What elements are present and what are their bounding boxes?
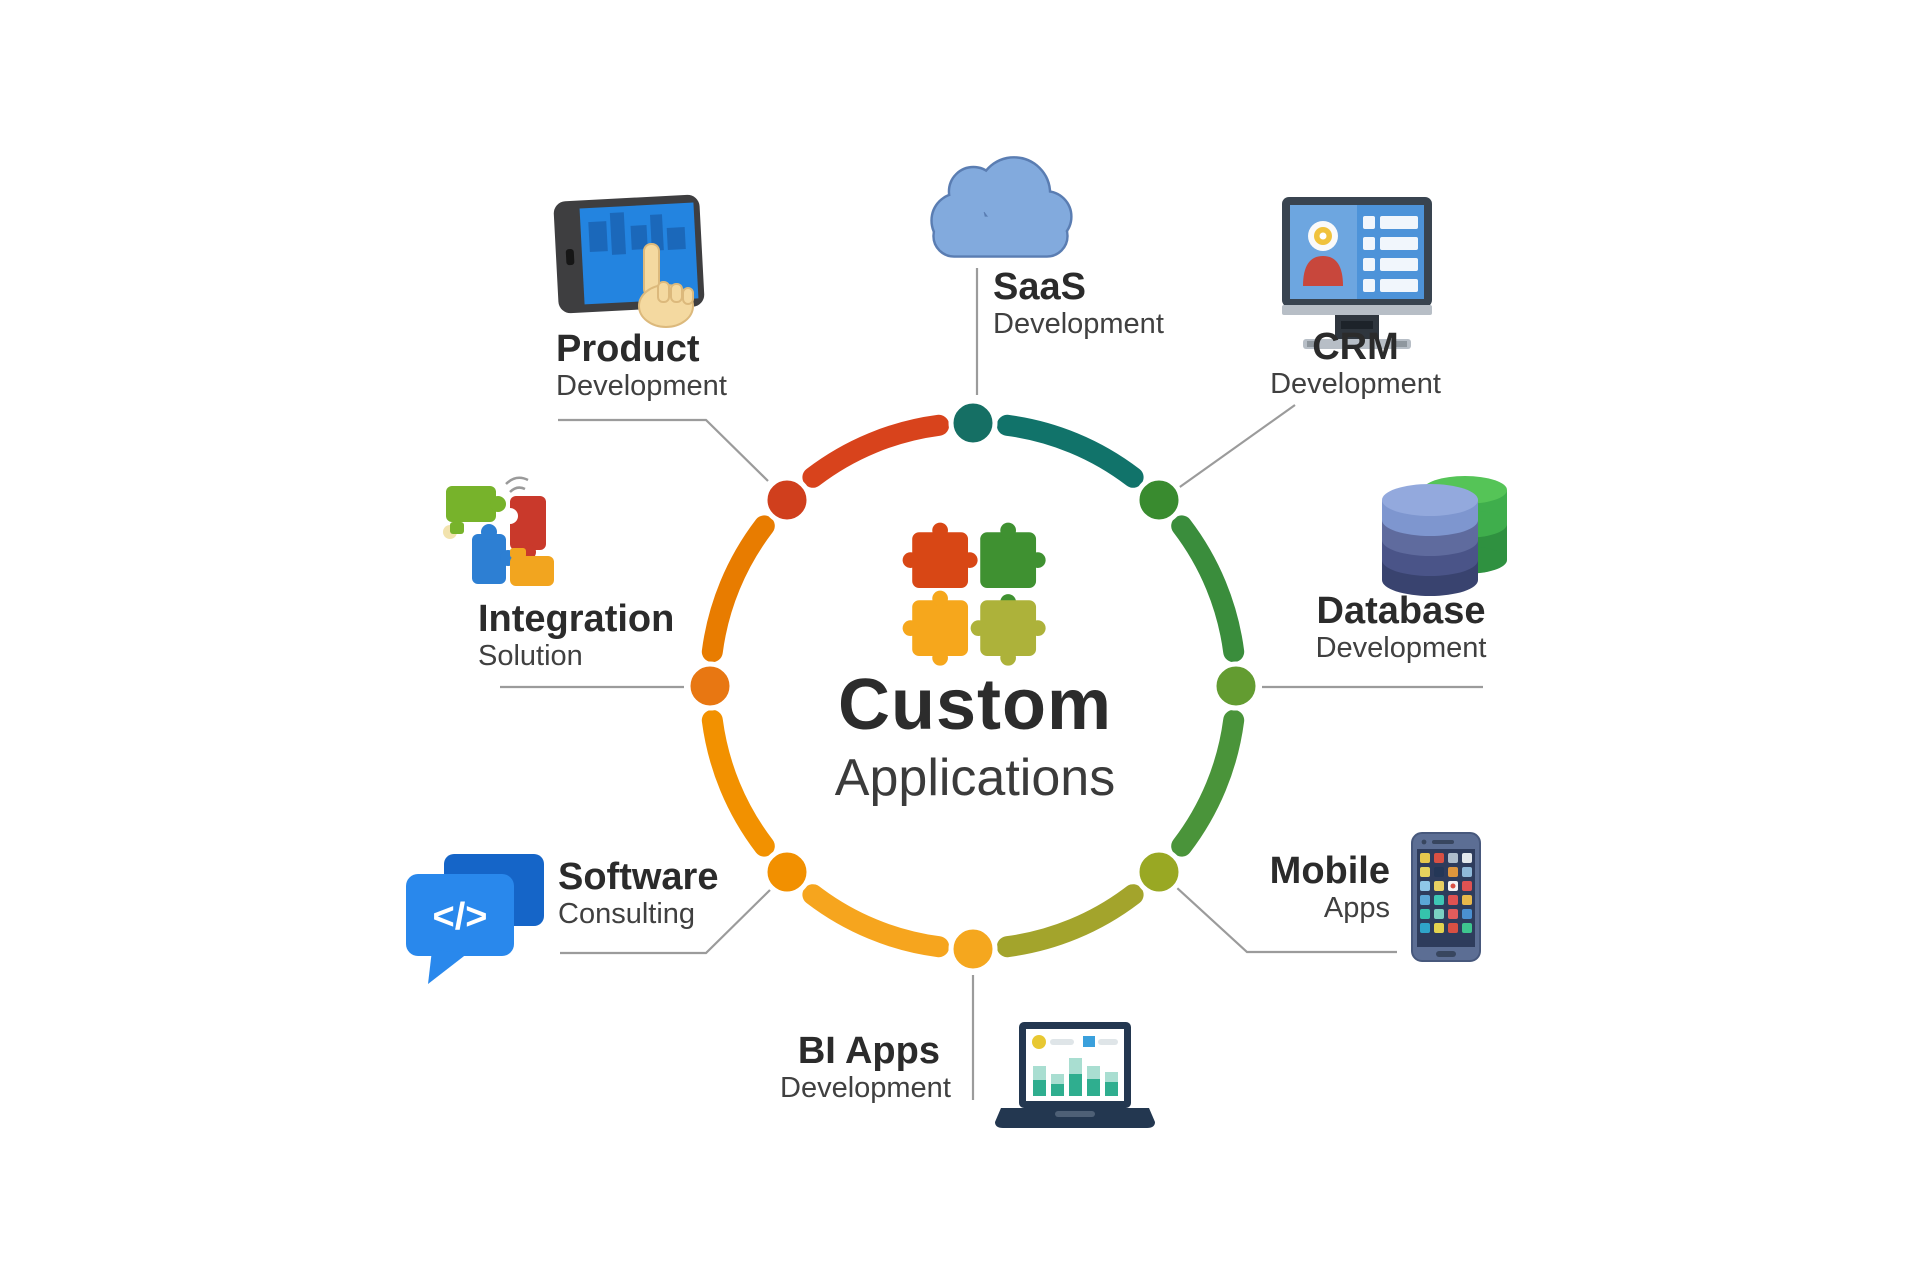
laptop-chart-icon (995, 1022, 1155, 1128)
label-mobile: Mobile Apps (1235, 850, 1390, 924)
label-saas: SaaS Development (993, 266, 1164, 340)
label-integration-title: Integration (478, 598, 675, 640)
ring-segment-ne-e (1171, 515, 1245, 663)
cloud-icon (930, 156, 1073, 258)
ring-dot-e (1211, 661, 1261, 711)
puzzle-piece-red (902, 522, 978, 589)
ring-segment-se-s (996, 884, 1144, 958)
label-database: Database Development (1308, 590, 1494, 664)
label-integration: Integration Solution (478, 598, 675, 672)
ring-dot-sw (762, 847, 812, 897)
smartphone-icon (1411, 832, 1481, 962)
integration-piece-yellow (510, 548, 554, 586)
integration-piece-red (502, 496, 546, 560)
center-subtitle: Applications (834, 749, 1116, 807)
label-software-subtitle: Consulting (558, 897, 696, 930)
center-title: Custom (838, 665, 1112, 745)
database-icon (1382, 476, 1507, 596)
hand-pointer-icon (638, 243, 694, 328)
ring-dot-n (948, 398, 998, 448)
label-integration-subtitle: Solution (478, 639, 583, 672)
ring-segment-e-se (1171, 709, 1245, 857)
ring-segments (701, 414, 1245, 958)
label-product-title: Product (556, 328, 700, 370)
label-crm-subtitle: Development (1270, 367, 1441, 400)
label-database-title: Database (1316, 590, 1486, 632)
label-mobile-title: Mobile (1269, 850, 1390, 892)
code-glyph: </> (433, 896, 488, 938)
label-database-subtitle: Development (1315, 631, 1487, 664)
label-bi-apps-title: BI Apps (797, 1030, 940, 1072)
puzzle-pieces-icon (902, 522, 1046, 666)
connector-mobile (1175, 886, 1397, 954)
integration-puzzle-icon (443, 476, 554, 586)
label-saas-subtitle: Development (993, 307, 1164, 340)
connector-product (558, 418, 769, 482)
label-crm-title: CRM (1312, 326, 1399, 368)
monitor-base (1303, 339, 1411, 349)
ring-segment-nw-n (802, 414, 950, 488)
ring-dot-ne (1134, 475, 1184, 525)
crm-monitor-icon (1282, 197, 1432, 349)
avatar (1303, 221, 1343, 286)
label-mobile-subtitle: Apps (1323, 891, 1390, 924)
label-crm: CRM Development (1268, 326, 1443, 400)
ring-dot-nw (762, 475, 812, 525)
code-chat-icon: </> (406, 854, 544, 984)
integration-piece-blue (472, 524, 516, 584)
integration-piece-green (446, 486, 506, 534)
ring-segment-n-ne (996, 414, 1144, 488)
ring-dot-se (1134, 847, 1184, 897)
label-saas-title: SaaS (993, 266, 1086, 308)
connector-crm (1176, 404, 1296, 490)
label-software: Software Consulting (558, 856, 719, 930)
ring-segment-sw-w (701, 709, 775, 857)
ring-dots (685, 398, 1261, 974)
label-product: Product Development (556, 328, 727, 402)
label-bi-apps: BI Apps Development (780, 1030, 951, 1104)
connector-lines (500, 268, 1483, 1100)
chat-bubble-front (406, 874, 514, 984)
ring-dot-s (948, 924, 998, 974)
integration-arcs (505, 476, 529, 493)
app-grid (1420, 853, 1472, 933)
tablet-touch-icon (553, 194, 705, 328)
label-software-title: Software (558, 856, 719, 898)
bar-chart (1033, 1058, 1118, 1096)
puzzle-piece-green (980, 522, 1046, 610)
label-product-subtitle: Development (556, 369, 727, 402)
puzzle-piece-amber (902, 590, 969, 666)
connector-software (560, 889, 771, 955)
ring-segment-w-nw (701, 515, 775, 663)
puzzle-piece-olive (970, 600, 1046, 666)
ring-dot-w (685, 661, 735, 711)
label-bi-apps-subtitle: Development (780, 1071, 951, 1104)
database-front-cylinder (1382, 484, 1478, 596)
laptop-base (995, 1108, 1155, 1128)
ring-segment-s-sw (802, 884, 950, 958)
